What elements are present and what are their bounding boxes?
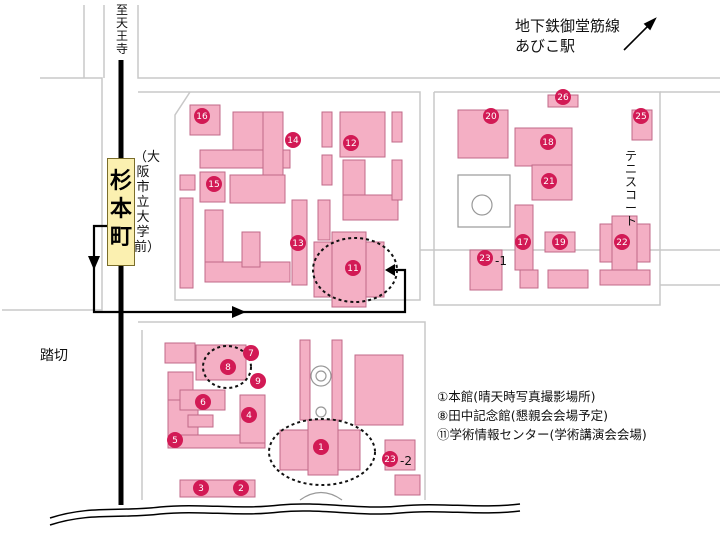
station-subname: （大阪市立大学前） (134, 150, 161, 255)
svg-text:23: 23 (479, 254, 490, 264)
marker-7: 7 (243, 345, 259, 361)
marker-26: 26 (555, 89, 571, 105)
marker-20: 20 (483, 108, 499, 124)
marker-15: 15 (206, 176, 222, 192)
marker-6: 6 (195, 394, 211, 410)
marker-12: 12 (343, 135, 359, 151)
station-name: 杉本町 (109, 169, 132, 250)
svg-text:2: 2 (238, 484, 244, 494)
highlight-building-11 (312, 237, 398, 303)
svg-text:26: 26 (557, 93, 569, 103)
legend-item: ⑧田中記念館(懇親会会場予定) (437, 408, 608, 423)
svg-text:21: 21 (543, 177, 554, 187)
marker-3: 3 (193, 480, 209, 496)
route (88, 224, 407, 318)
marker-5: 5 (167, 432, 183, 448)
svg-text:4: 4 (246, 411, 252, 421)
crossing-label: 踏切 (40, 348, 68, 364)
svg-text:14: 14 (287, 136, 299, 146)
station-sign (107, 158, 135, 266)
buildings (164, 94, 653, 498)
building-markers: 16 14 12 15 13 11 20 26 25 18 21 17 19 2… (167, 89, 649, 496)
subway-station-name: あびこ駅 (515, 37, 576, 55)
highlight-building-1 (268, 418, 376, 486)
marker-11: 11 (345, 260, 361, 276)
marker-13: 13 (290, 235, 306, 251)
suffix-23-1: -1 (495, 254, 507, 268)
marker-22: 22 (614, 234, 630, 250)
direction-label-tennoji: 至天王寺 (115, 3, 128, 56)
tennis-court-label: テニスコート (624, 149, 637, 228)
marker-25: 25 (633, 108, 649, 124)
marker-8: 8 (220, 359, 236, 375)
marker-2: 2 (233, 480, 249, 496)
svg-text:9: 9 (255, 377, 261, 387)
svg-text:7: 7 (248, 349, 254, 359)
direction-arrow-icon (623, 17, 657, 51)
legend: ①本館(晴天時写真撮影場所) ⑧田中記念館(懇親会会場予定) ⑪学術情報センター… (437, 387, 647, 444)
highlight-building-8 (202, 345, 252, 389)
svg-text:19: 19 (554, 238, 566, 248)
marker-17: 17 (515, 234, 531, 250)
roundabout (299, 174, 511, 501)
marker-16: 16 (194, 108, 210, 124)
legend-item: ⑪学術情報センター(学術講演会会場) (437, 427, 647, 442)
svg-text:8: 8 (225, 363, 231, 373)
svg-text:11: 11 (347, 264, 358, 274)
svg-text:20: 20 (485, 112, 497, 122)
svg-text:25: 25 (635, 112, 646, 122)
svg-text:12: 12 (345, 139, 356, 149)
svg-text:15: 15 (208, 180, 219, 190)
highlights (202, 237, 398, 486)
svg-text:16: 16 (196, 112, 208, 122)
marker-21: 21 (541, 173, 557, 189)
marker-9: 9 (250, 373, 266, 389)
svg-text:3: 3 (198, 484, 204, 494)
marker-23-1: 23 (477, 250, 493, 266)
marker-14: 14 (285, 132, 301, 148)
marker-18: 18 (540, 134, 556, 150)
svg-text:1: 1 (318, 443, 324, 453)
map-cut-edge (49, 503, 521, 526)
marker-23-2: 23 (382, 451, 398, 467)
svg-text:22: 22 (616, 238, 627, 248)
subway-label: 地下鉄御堂筋線 あびこ駅 (515, 16, 620, 56)
svg-text:6: 6 (200, 398, 206, 408)
marker-1: 1 (313, 439, 329, 455)
svg-text:17: 17 (517, 238, 528, 248)
svg-text:23: 23 (384, 455, 395, 465)
suffix-23-2: -2 (400, 454, 412, 468)
svg-text:5: 5 (172, 436, 178, 446)
svg-text:18: 18 (542, 138, 554, 148)
legend-item: ①本館(晴天時写真撮影場所) (437, 389, 596, 404)
marker-19: 19 (552, 234, 568, 250)
svg-text:13: 13 (292, 239, 303, 249)
subway-line-name: 地下鉄御堂筋線 (515, 17, 621, 35)
marker-4: 4 (241, 407, 257, 423)
